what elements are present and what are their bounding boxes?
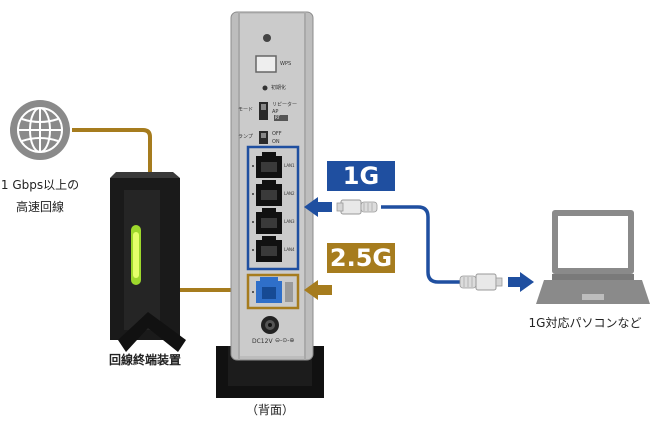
power-jack-icon (261, 316, 279, 334)
mode-rt-tag (274, 115, 288, 121)
wan-port-frame (246, 273, 300, 310)
lamp-switch[interactable] (259, 131, 268, 144)
lamp-label: ランプ (238, 134, 253, 140)
mode-label: モード (238, 107, 254, 113)
power-polarity-icon: ⊖-⊙-⊕ (275, 337, 295, 344)
wan-speed-badge: 2.5G (327, 243, 395, 273)
lan-port-frame (246, 145, 300, 271)
top-button-icon (263, 34, 271, 42)
lan-plug-router (336, 199, 378, 215)
lan-plug-pc (459, 273, 503, 291)
lan-port-4[interactable] (256, 236, 282, 262)
init-label: 初期化 (271, 85, 287, 91)
wan-port[interactable] (256, 277, 282, 303)
wps-button[interactable] (255, 55, 277, 73)
lan-port-3[interactable] (256, 208, 282, 234)
init-hole-icon (262, 85, 268, 91)
lamp-option-off: OFF (272, 131, 282, 137)
lan-port-2[interactable] (256, 180, 282, 206)
lan-arrow-icon (304, 197, 332, 217)
back-label: （背面） (245, 403, 294, 417)
lan-port-3-label: LAN3 (284, 219, 295, 224)
lan-port-4-label: LAN4 (284, 247, 295, 252)
pc-arrow-icon (508, 272, 534, 292)
ont-device (110, 172, 186, 352)
mode-option-ap: AP (272, 109, 279, 115)
globe-icon (10, 100, 70, 160)
lan-cable (381, 205, 460, 284)
wan-arrow-icon (304, 280, 332, 300)
mode-option-rt: RT (275, 115, 280, 120)
lan-speed-badge: 1G (327, 161, 395, 191)
ont-label: 回線終端装置 (108, 353, 181, 367)
mode-switch[interactable] (259, 102, 268, 120)
lan-port-2-label: LAN2 (284, 191, 295, 196)
wps-label: WPS (280, 61, 292, 67)
mode-option-repeater: リピーター (272, 102, 298, 108)
fiber-cable (72, 128, 152, 178)
lamp-option-on: ON (272, 139, 280, 145)
power-label: DC12V (252, 338, 273, 345)
internet-label: 1 Gbps以上の 高速回線 (0, 178, 80, 214)
lan-port-1-label: LAN1 (284, 163, 295, 168)
laptop-icon (536, 210, 650, 304)
lan-port-1[interactable] (256, 152, 282, 178)
pc-label: 1G対応パソコンなど (528, 316, 642, 330)
